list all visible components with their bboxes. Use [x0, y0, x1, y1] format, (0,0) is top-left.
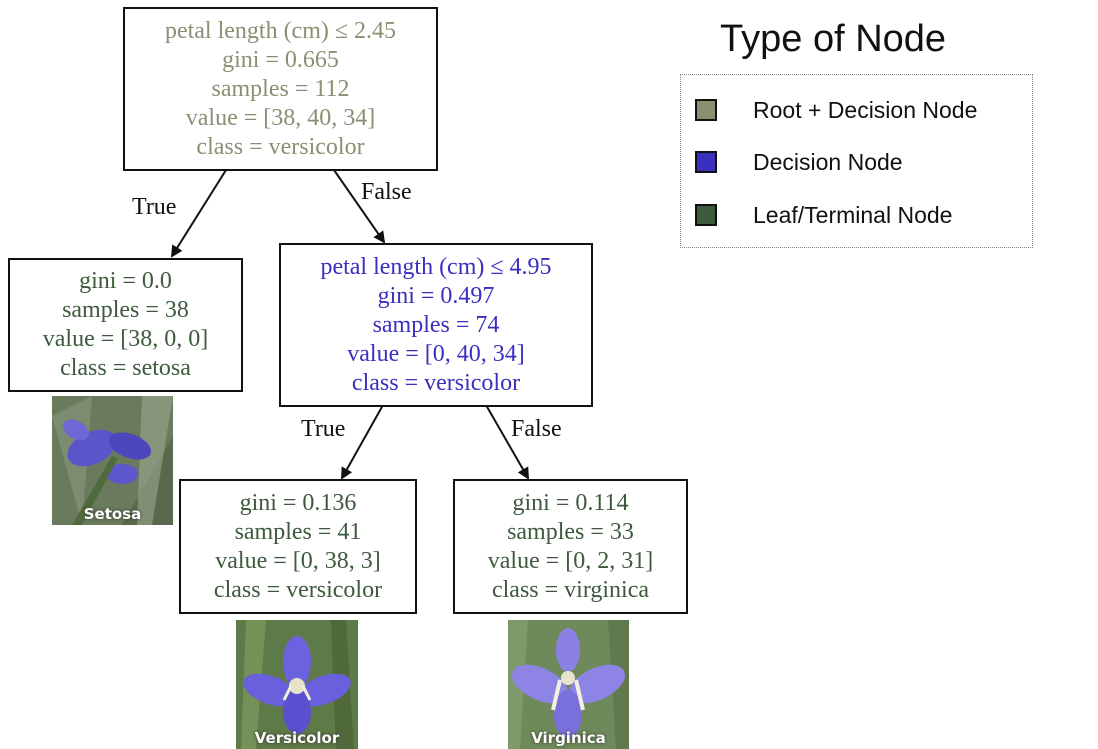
legend-item-leaf: Leaf/Terminal Node [695, 202, 952, 228]
edge-decision-to-versicolor [341, 404, 384, 480]
decision-node-samples: samples = 74 [372, 311, 500, 338]
root-node-samples: samples = 112 [211, 75, 350, 102]
leaf-setosa-value: value = [38, 0, 0] [42, 326, 209, 352]
leaf-virginica-value: value = [0, 2, 31] [487, 547, 654, 574]
root-node-value: value = [38, 40, 34] [185, 104, 376, 131]
leaf-versicolor-samples: samples = 41 [234, 518, 362, 545]
legend-item-root: Root + Decision Node [695, 97, 977, 123]
legend-title: Type of Node [720, 18, 947, 60]
decision-node-split: petal length (cm) ≤ 4.95 [320, 253, 552, 280]
edge-decision-to-virginica [485, 404, 529, 480]
leaf-virginica-samples: samples = 33 [507, 518, 634, 545]
legend-swatch-decision [695, 151, 717, 173]
leaf-setosa-samples: samples = 38 [62, 297, 189, 323]
leaf-node-versicolor: gini = 0.136 samples = 41 value = [0, 38… [179, 479, 417, 614]
versicolor-label: Versicolor [254, 729, 340, 747]
leaf-setosa-gini: gini = 0.0 [79, 268, 172, 294]
setosa-label: Setosa [83, 505, 142, 523]
root-node: petal length (cm) ≤ 2.45 gini = 0.665 sa… [123, 7, 438, 171]
setosa-flower-image: Setosa [52, 396, 173, 525]
legend: Root + Decision Node Decision Node Leaf/… [680, 74, 1033, 248]
edge-label-root-false: False [361, 179, 412, 205]
leaf-virginica-class: class = virginica [491, 576, 650, 603]
virginica-label: Virginica [531, 729, 606, 747]
legend-label-root: Root + Decision Node [753, 96, 978, 123]
edge-label-decision-false: False [511, 416, 562, 442]
legend-swatch-leaf [695, 204, 717, 226]
leaf-versicolor-class: class = versicolor [213, 576, 383, 603]
leaf-node-setosa: gini = 0.0 samples = 38 value = [38, 0, … [8, 258, 243, 392]
edge-root-to-decision [333, 169, 386, 244]
legend-label-leaf: Leaf/Terminal Node [753, 201, 953, 228]
decision-node-class: class = versicolor [351, 369, 521, 396]
root-node-split: petal length (cm) ≤ 2.45 [164, 17, 397, 44]
legend-item-decision: Decision Node [695, 149, 903, 175]
decision-node: petal length (cm) ≤ 4.95 gini = 0.497 sa… [279, 243, 593, 407]
leaf-versicolor-value: value = [0, 38, 3] [215, 547, 381, 574]
root-node-class: class = versicolor [196, 133, 365, 160]
versicolor-flower-image: Versicolor [236, 620, 358, 749]
legend-label-decision: Decision Node [753, 148, 903, 175]
decision-node-gini: gini = 0.497 [377, 282, 495, 309]
root-node-gini: gini = 0.665 [222, 46, 339, 73]
virginica-flower-image: Virginica [508, 620, 629, 749]
leaf-node-virginica: gini = 0.114 samples = 33 value = [0, 2,… [453, 479, 688, 614]
edge-label-decision-true: True [301, 416, 346, 442]
leaf-virginica-gini: gini = 0.114 [512, 489, 629, 516]
leaf-versicolor-gini: gini = 0.136 [239, 489, 357, 516]
leaf-setosa-class: class = setosa [60, 355, 191, 381]
legend-swatch-root [695, 99, 717, 121]
edge-label-root-true: True [132, 194, 177, 220]
decision-node-value: value = [0, 40, 34] [347, 340, 525, 367]
edge-root-to-left-leaf [170, 169, 227, 258]
